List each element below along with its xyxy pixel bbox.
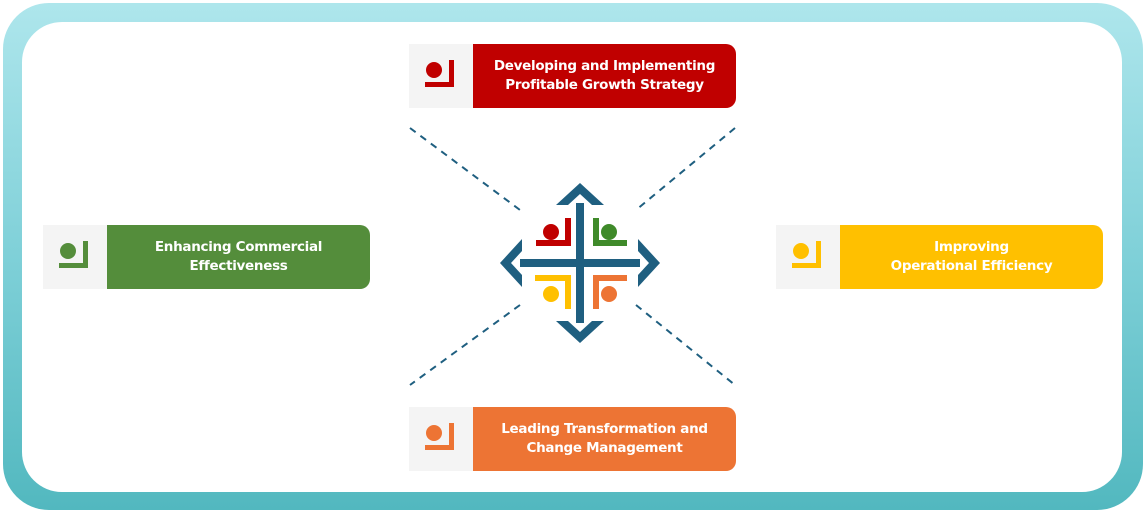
card-label: Developing and Implementing Profitable G… — [473, 44, 736, 108]
connector-top-left — [409, 127, 521, 211]
card-growth-strategy: Developing and Implementing Profitable G… — [409, 44, 736, 108]
person-corner-icon — [776, 225, 840, 289]
connector-bottom-right — [635, 304, 736, 386]
card-label: Enhancing Commercial Effectiveness — [107, 225, 370, 289]
card-commercial-effectiveness: Enhancing Commercial Effectiveness — [43, 225, 370, 289]
card-transformation: Leading Transformation and Change Manage… — [409, 407, 736, 471]
card-label: Leading Transformation and Change Manage… — [473, 407, 736, 471]
connector-bottom-left — [409, 304, 521, 386]
person-corner-icon — [409, 44, 473, 108]
four-way-arrows-people-icon — [500, 183, 660, 343]
connector-top-right — [635, 127, 736, 211]
card-operational-efficiency: Improving Operational Efficiency — [776, 225, 1103, 289]
card-label: Improving Operational Efficiency — [840, 225, 1103, 289]
person-corner-icon — [43, 225, 107, 289]
person-corner-icon — [409, 407, 473, 471]
